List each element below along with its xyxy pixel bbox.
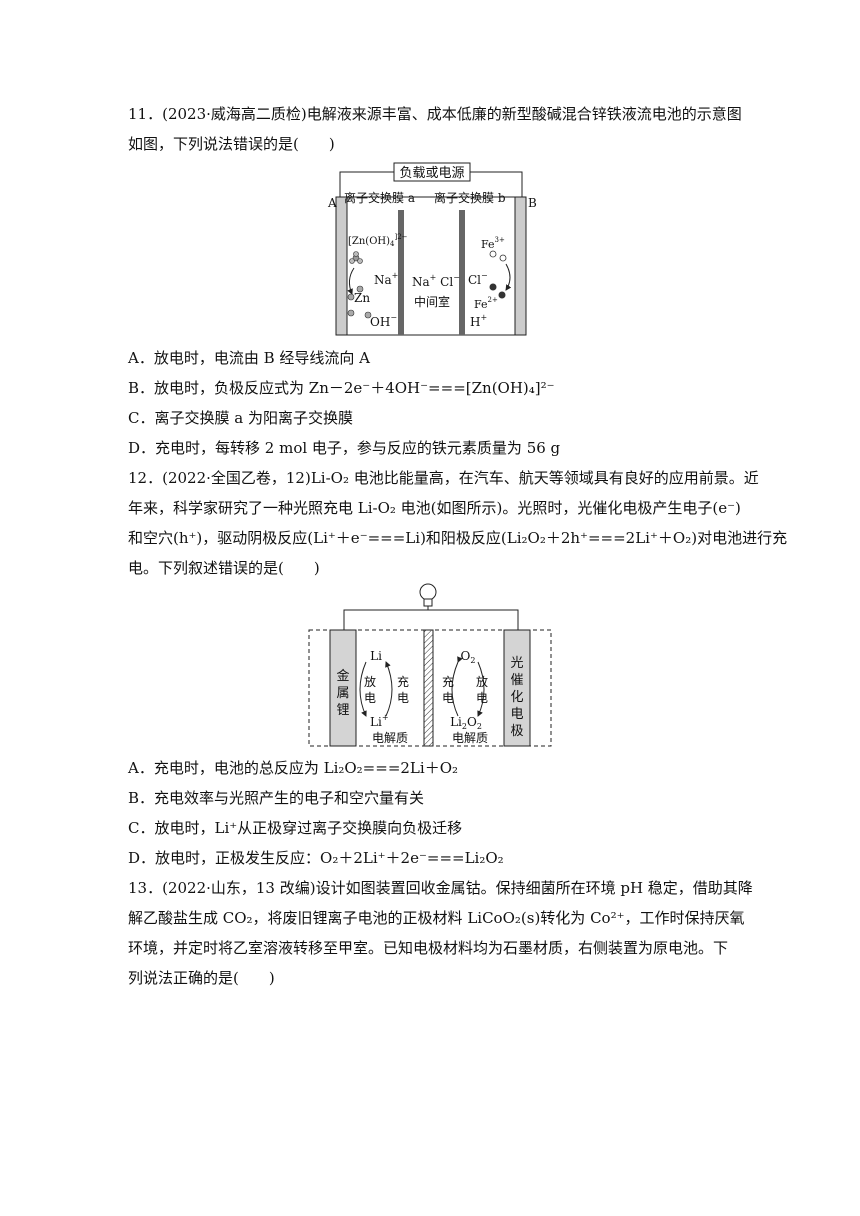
q13-stem-line-2: 解乙酸盐生成 CO₂，将废旧锂离子电池的正极材料 LiCoO₂(s)转化为 Co… [128, 909, 745, 927]
q13-stem-line-3: 环境，并定时将乙室溶液转移至甲室。已知电极材料均为石墨材质，右侧装置为原电池。下 [128, 939, 729, 957]
q12-figure: 金 属 锂 光 催 化 电 极 Li 放 电 充 电 Li+ 电解质 O2 [306, 580, 554, 752]
q12-option-c: C．放电时，Li⁺从正极穿过离子交换膜向负极迁移 [128, 819, 463, 837]
q11-electrode-b-label: B [528, 196, 537, 210]
q12-stem-line-3: 和空穴(h⁺)，驱动阴极反应(Li⁺＋e⁻===Li)和阳极反应(Li₂O₂＋2… [128, 529, 788, 547]
q12-right-electrode-1: 光 [510, 656, 523, 671]
q11-option-d: D．充电时，每转移 2 mol 电子，参与反应的铁元素质量为 56 g [128, 439, 561, 457]
q12-right-discharge-1: 放 [476, 674, 488, 689]
q12-left-charge-2: 电 [397, 691, 409, 705]
q11-figure: 负载或电源 A B 离子交换膜 a 离子交换膜 b [Zn(OH)4]2− Na… [326, 160, 538, 340]
q11-stem-line-1: 11．(2023·威海高二质检)电解液来源丰富、成本低廉的新型酸碱混合锌铁液流电… [128, 105, 742, 123]
q11-membrane-b-label: 离子交换膜 b [434, 190, 506, 205]
q11-option-b: B．放电时，负极反应式为 Zn－2e⁻＋4OH⁻===[Zn(OH)₄]²⁻ [128, 379, 555, 397]
q11-oh-label: OH− [370, 313, 397, 329]
q13-stem-line-1: 13．(2022·山东，13 改编)设计如图装置回收金属钴。保持细菌所在环境 p… [128, 879, 753, 897]
q11-mid-room-label: 中间室 [414, 294, 450, 309]
q12-li-label: Li [370, 649, 382, 663]
q12-left-electrolyte: 电解质 [372, 731, 408, 745]
q12-right-electrolyte: 电解质 [452, 731, 488, 745]
q11-option-c: C．离子交换膜 a 为阳离子交换膜 [128, 409, 353, 427]
q12-right-electrode-2: 催 [510, 673, 523, 688]
q12-right-discharge-2: 电 [476, 691, 488, 705]
q12-option-a: A．充电时，电池的总反应为 Li₂O₂===2Li＋O₂ [128, 759, 459, 777]
q12-right-electrode-3: 化 [510, 690, 523, 705]
q12-left-electrode-1: 金 [336, 668, 349, 684]
q13-stem-line-4: 列说法正确的是( ) [128, 969, 275, 987]
q12-left-electrode-2: 属 [336, 686, 349, 701]
q11-mid-ions-label: Na+ Cl− [412, 273, 460, 289]
q12-right-charge-2: 电 [442, 691, 454, 705]
q12-li2o2-label: Li2O2 [450, 715, 482, 731]
q12-left-charge-1: 充 [397, 674, 409, 689]
q11-electrode-a-label: A [327, 196, 337, 210]
q12-left-discharge-2: 电 [364, 691, 376, 705]
q11-membrane-a-label: 离子交换膜 a [344, 190, 415, 205]
q12-stem-line-4: 电。下列叙述错误的是( ) [128, 559, 320, 577]
q12-stem-line-2: 年来，科学家研究了一种光照充电 Li-O₂ 电池(如图所示)。光照时，光催化电极… [128, 499, 741, 517]
q12-left-discharge-1: 放 [364, 674, 376, 689]
q11-option-a: A．放电时，电流由 B 经导线流向 A [128, 349, 370, 367]
q12-right-charge-1: 充 [442, 674, 454, 689]
q12-stem-line-1: 12．(2022·全国乙卷，12)Li-O₂ 电池比能量高，在汽车、航天等领域具… [128, 469, 759, 487]
q12-option-d: D．放电时，正极发生反应：O₂＋2Li⁺＋2e⁻===Li₂O₂ [128, 849, 504, 867]
q12-right-electrode-5: 极 [510, 724, 523, 739]
q12-o2-label: O2 [461, 649, 476, 665]
q12-right-electrode-4: 电 [510, 707, 523, 722]
q11-load-label: 负载或电源 [399, 166, 464, 181]
q11-zn-label: Zn [354, 291, 370, 305]
q12-left-electrode-3: 锂 [336, 703, 349, 718]
q12-li-plus-label: Li+ [370, 713, 389, 729]
q11-stem-line-2: 如图，下列说法错误的是( ) [128, 135, 335, 153]
q12-option-b: B．充电效率与光照产生的电子和空穴量有关 [128, 789, 425, 807]
